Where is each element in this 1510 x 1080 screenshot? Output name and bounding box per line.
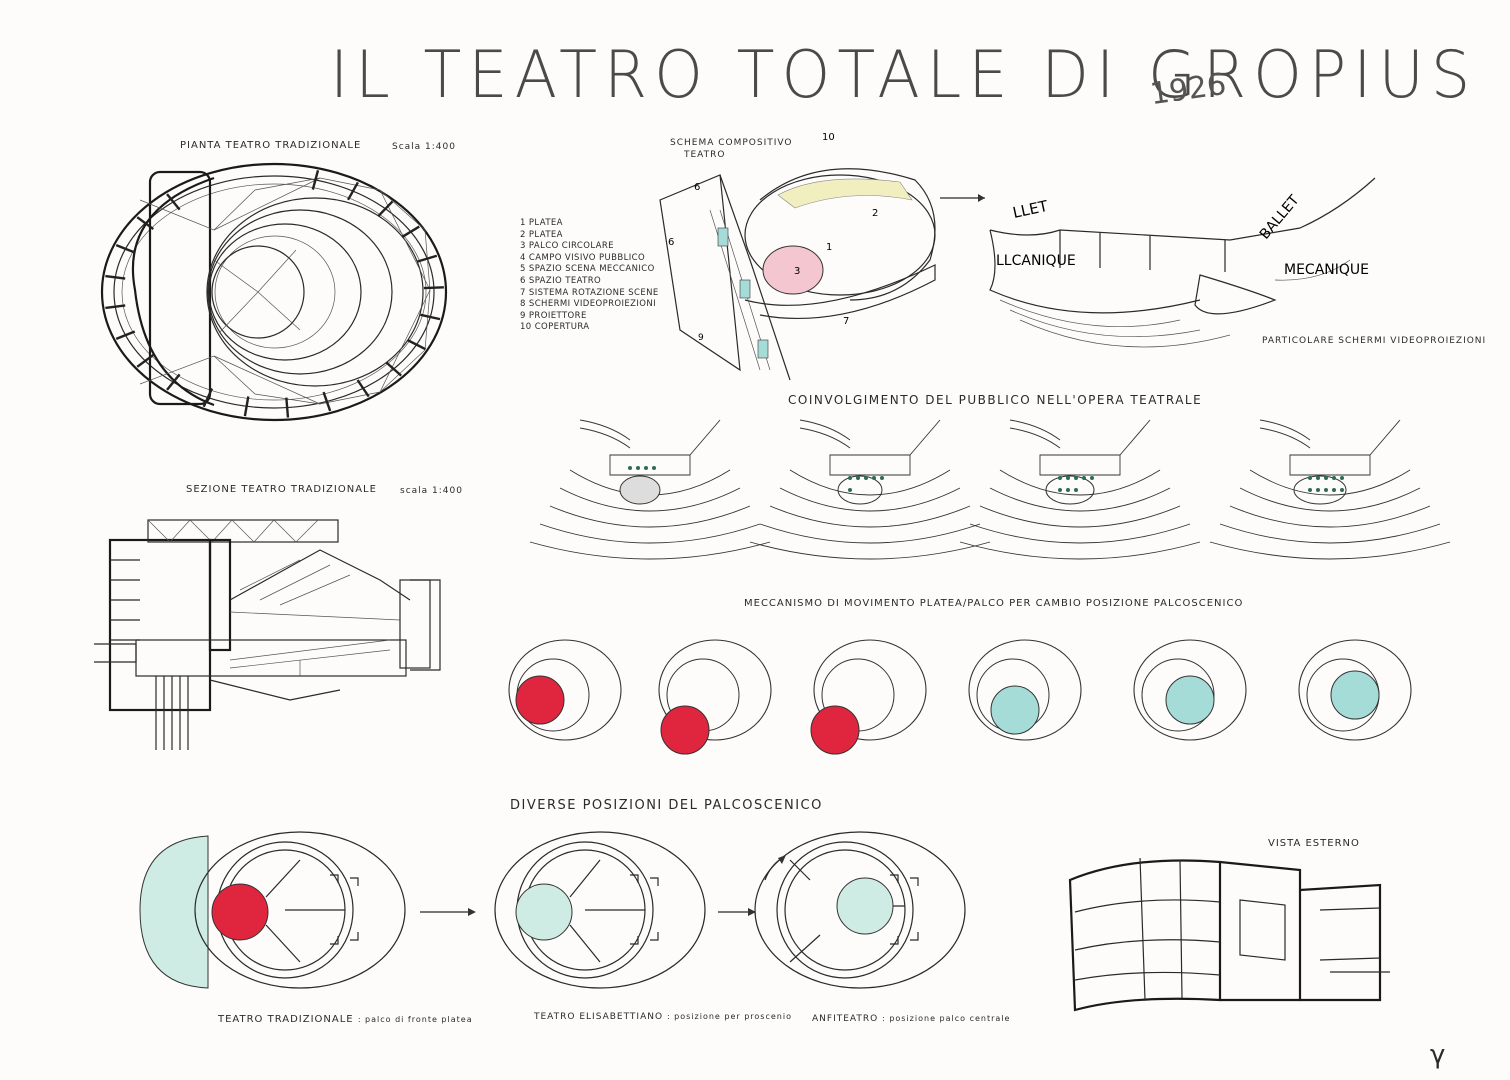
section-drawing (94, 519, 441, 750)
plan-column (105, 274, 126, 280)
position-name: TEATRO TRADIZIONALE (218, 1014, 354, 1025)
mechanism-sketch (658, 639, 772, 755)
plan-label: PIANTA TEATRO TRADIZIONALE (180, 140, 362, 151)
position-caption-2: TEATRO ELISABETTIANO : posizione per pro… (534, 1012, 792, 1022)
mechanism-sketch (810, 639, 927, 755)
plan-column (166, 193, 181, 211)
plan-column (166, 373, 181, 391)
section-label: SEZIONE TEATRO TRADIZIONALE (186, 484, 377, 495)
section-scale: scala 1:400 (400, 486, 463, 496)
screen-text-top-left: LLET (1011, 197, 1050, 222)
plan-column (385, 361, 402, 377)
plan-column (136, 216, 155, 231)
position-desc: : palco di fronte platea (357, 1015, 473, 1024)
legend-item: 7 SISTEMA ROTAZIONE SCENE (520, 287, 659, 298)
involvement-label: COINVOLGIMENTO DEL PUBBLICO NELL'OPERA T… (788, 393, 1203, 407)
scheme-label-line2: TEATRO (684, 150, 726, 160)
plan-column (377, 200, 394, 217)
page-title: IL TEATRO TOTALE DI GROPIUS (330, 36, 1478, 113)
legend-item: 4 CAMPO VISIVO PUBBLICO (520, 252, 646, 263)
plan-column (356, 379, 370, 398)
scheme-drawing: 3 1 2 6 6 10 7 9 (659, 132, 985, 381)
plan-column (322, 391, 332, 412)
plan-column (285, 397, 290, 418)
mechanism-sketch (968, 639, 1082, 741)
mechanism-sketch (508, 639, 622, 741)
screen-text-right: MECANIQUE (1284, 262, 1369, 278)
plan-column (401, 225, 420, 238)
position-name: TEATRO ELISABETTIANO (534, 1012, 664, 1022)
plan-column (105, 304, 126, 310)
plan-column (346, 181, 359, 201)
position-caption-3: ANFITEATRO : posizione palco centrale (812, 1014, 1010, 1024)
involvement-sketch (529, 419, 771, 560)
svg-text:10: 10 (822, 132, 835, 143)
plan-column (423, 286, 444, 290)
plan-column (420, 313, 441, 321)
legend-item: 3 PALCO CIRCOLARE (520, 241, 614, 252)
screens-drawing: LLET LLCANIQUE BALLET MECANIQUE (989, 177, 1376, 348)
involvement-sketch (749, 419, 991, 560)
position-caption-1: TEATRO TRADIZIONALE : palco di fronte pl… (218, 1014, 473, 1025)
svg-text:3: 3 (794, 266, 800, 277)
plan-column (243, 396, 250, 417)
plan-column (311, 169, 320, 190)
plan-drawing (100, 162, 448, 422)
screens-label: PARTICOLARE SCHERMI VIDEOPROIEZIONI (1262, 336, 1487, 346)
svg-text:9: 9 (698, 333, 704, 343)
position-desc: : posizione palco centrale (882, 1014, 1011, 1023)
mechanism-sketch (1133, 639, 1247, 741)
plan-column (202, 388, 214, 408)
mechanism-sketches (508, 639, 1412, 755)
svg-text:2: 2 (872, 208, 878, 219)
legend-item: 9 PROIETTORE (520, 310, 587, 321)
involvement-sketch (959, 419, 1201, 560)
plan-column (136, 353, 155, 368)
plan-column (407, 339, 427, 351)
legend-item: 1 PLATEA (520, 218, 563, 228)
position-name: ANFITEATRO (812, 1014, 879, 1024)
legend-item: 6 SPAZIO TEATRO (520, 275, 602, 286)
svg-text:6: 6 (668, 237, 674, 248)
exterior-drawing (1068, 857, 1390, 1012)
involvement-sketches (529, 419, 1451, 560)
mechanism-sketch (1298, 639, 1412, 741)
screen-text-top-right: BALLET (1257, 192, 1303, 243)
positions-label: DIVERSE POSIZIONI DEL PALCOSCENICO (510, 798, 823, 813)
signature: γ (1430, 1040, 1446, 1070)
mechanism-label: MECCANISMO DI MOVIMENTO PLATEA/PALCO PER… (744, 598, 1244, 609)
plan-column (417, 254, 438, 263)
plan-scale: Scala 1:400 (392, 142, 456, 152)
legend-item: 2 PLATEA (520, 229, 563, 240)
svg-text:7: 7 (843, 316, 849, 327)
involvement-sketch (1209, 419, 1451, 560)
screen-text-left: LLCANIQUE (996, 253, 1076, 269)
plan-column (115, 330, 136, 341)
legend-item: 8 SCHERMI VIDEOPROIEZIONI (520, 299, 657, 310)
plan-column (115, 243, 136, 254)
plan-columns (105, 169, 444, 418)
position-desc: : posizione per proscenio (666, 1012, 792, 1021)
scheme-legend: 1 PLATEA 2 PLATEA 3 PALCO CIRCOLARE 4 CA… (520, 218, 659, 334)
legend-item: 10 COPERTURA (520, 322, 590, 333)
exterior-label: VISTA ESTERNO (1268, 838, 1360, 849)
legend-item: 5 SPAZIO SCENA MECCANICO (520, 264, 655, 275)
positions-drawing (139, 831, 966, 989)
svg-text:6: 6 (694, 182, 700, 193)
svg-text:1: 1 (826, 242, 832, 253)
scheme-label-line1: SCHEMA COMPOSITIVO (670, 138, 793, 148)
